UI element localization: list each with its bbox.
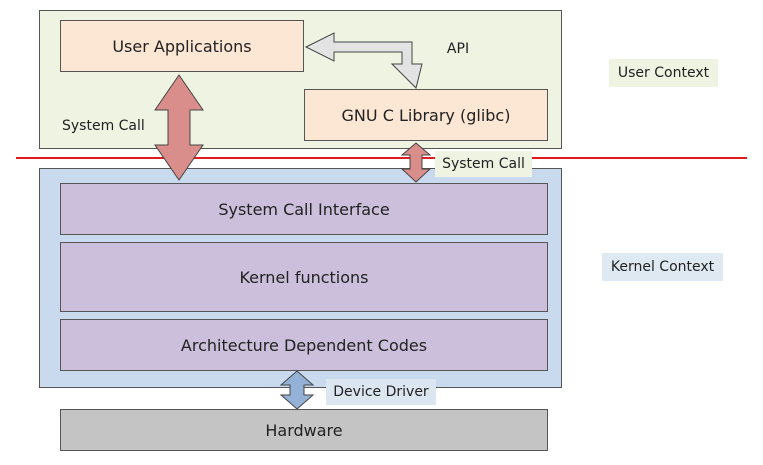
glibc-box: GNU C Library (glibc) (304, 89, 548, 141)
system-call-interface-layer: System Call Interface (60, 183, 548, 235)
device-driver-label: Device Driver (326, 379, 436, 405)
system-call-left-arrow (154, 74, 204, 181)
hardware-box: Hardware (60, 409, 548, 451)
system-call-right-arrow (400, 142, 432, 183)
user-context-label: User Context (609, 59, 718, 87)
api-label: API (446, 41, 470, 57)
architecture-dependent-label: Architecture Dependent Codes (180, 335, 428, 355)
user-applications-label: User Applications (112, 36, 252, 56)
glibc-label: GNU C Library (glibc) (341, 105, 511, 125)
hardware-label: Hardware (265, 420, 343, 440)
kernel-functions-label: Kernel functions (239, 267, 369, 287)
device-driver-arrow (279, 370, 315, 410)
kernel-functions-layer: Kernel functions (60, 242, 548, 312)
system-call-right-label: System Call (435, 151, 532, 177)
system-call-interface-label: System Call Interface (218, 199, 390, 219)
kernel-context-label: Kernel Context (602, 253, 723, 281)
api-arrow (304, 32, 423, 89)
user-applications-box: User Applications (60, 20, 304, 72)
system-call-left-label: System Call (62, 118, 145, 134)
architecture-dependent-layer: Architecture Dependent Codes (60, 319, 548, 371)
